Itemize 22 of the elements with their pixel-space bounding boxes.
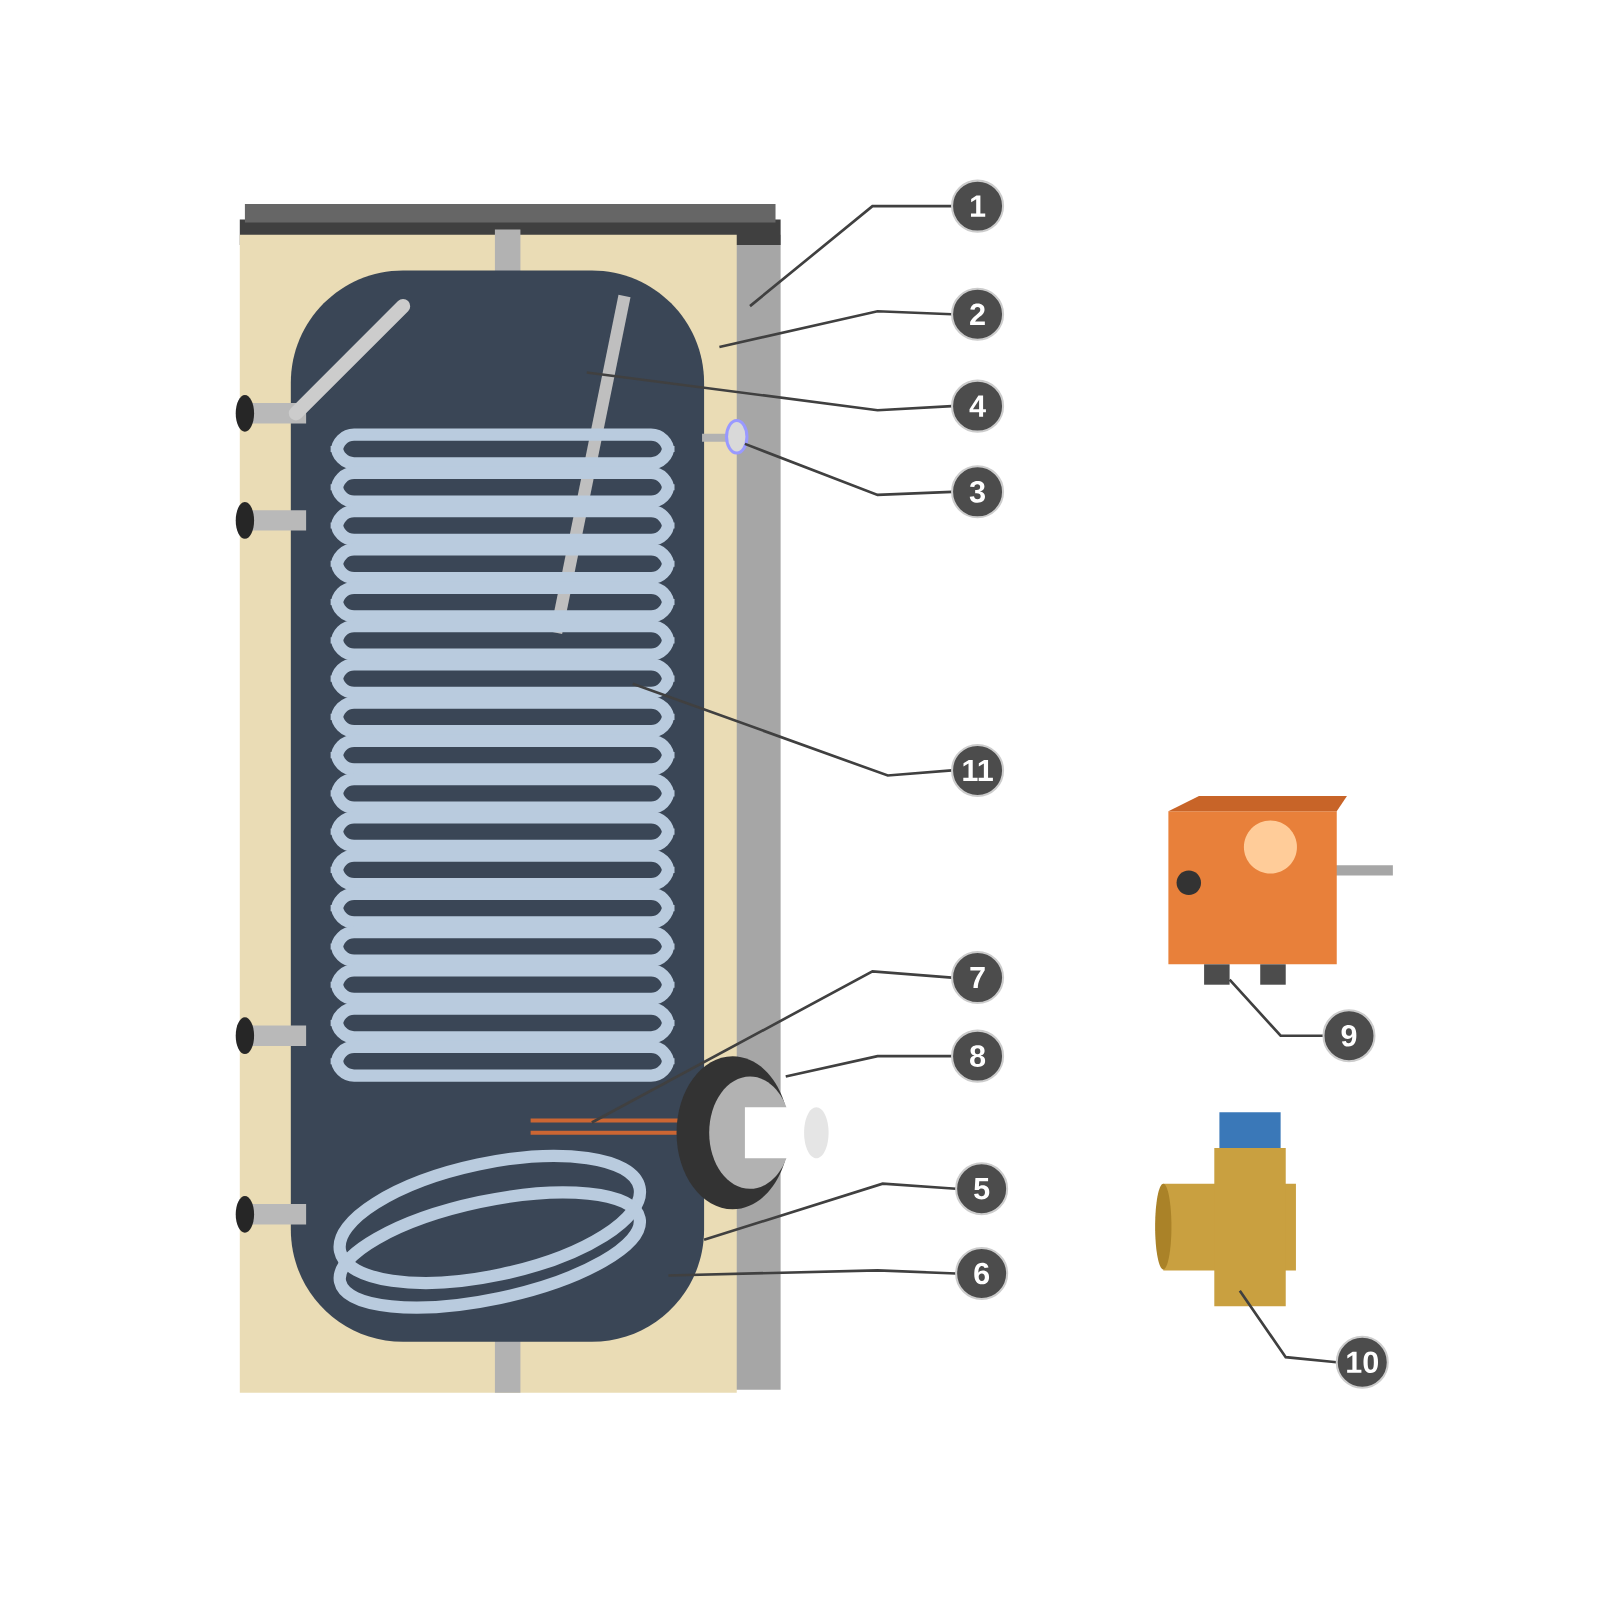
leader-line bbox=[744, 442, 952, 497]
callout-number: 1 bbox=[951, 179, 1005, 233]
leader-line bbox=[719, 309, 952, 349]
callout-number: 4 bbox=[951, 379, 1005, 433]
leader-line bbox=[591, 970, 952, 1124]
leader-line bbox=[1238, 1290, 1337, 1364]
leader-line bbox=[632, 682, 952, 777]
callout-number: 11 bbox=[951, 743, 1005, 797]
leader-line bbox=[749, 204, 952, 308]
callout-number: 8 bbox=[951, 1029, 1005, 1083]
leader-line bbox=[703, 1182, 957, 1242]
callout-number: 7 bbox=[951, 951, 1005, 1005]
leader-line bbox=[1228, 978, 1324, 1038]
callout-number: 9 bbox=[1322, 1009, 1376, 1063]
leader-line bbox=[785, 1054, 952, 1078]
leader-line bbox=[586, 371, 952, 412]
callout-number: 2 bbox=[951, 287, 1005, 341]
leader-line bbox=[668, 1269, 956, 1277]
callout-number: 6 bbox=[955, 1246, 1009, 1300]
callout-number: 5 bbox=[955, 1162, 1009, 1216]
callout-number: 3 bbox=[951, 465, 1005, 519]
callout-number: 10 bbox=[1335, 1335, 1389, 1389]
